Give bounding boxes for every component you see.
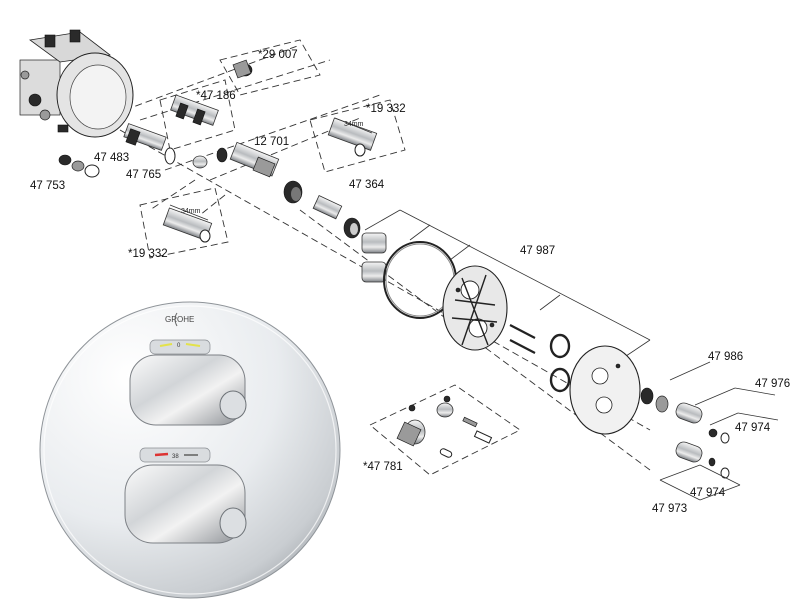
label-47986: 47 986 [708,351,743,363]
label-47974-lower: 47 974 [690,487,726,499]
label-47753: 47 753 [30,180,65,192]
part-screws [509,324,536,354]
label-12701: 12 701 [254,136,289,148]
upper-handle-diverter: 0 [129,339,247,426]
upper-handle-mark: 0 [177,343,181,349]
part-47976-handle-insert [675,387,776,444]
lower-handle-thermostat: 38 [124,447,247,544]
grohe-logo: GROHE [165,315,194,324]
dim-34mm-top: 34mm [344,121,364,128]
part-47186-cartridge [159,79,236,151]
label-47976: 47 976 [755,378,790,390]
label-47781: *47 781 [363,461,403,473]
label-47974-upper: 47 974 [735,422,771,434]
part-47986-adapter [640,361,711,413]
part-47973-handle-insert [675,441,730,479]
part-19332-top-box: 34mm [309,99,406,173]
label-47483: 47 483 [94,152,129,164]
part-mounting-plate [442,265,508,351]
part-o-rings [549,333,571,393]
part-47753-fitting [58,154,100,178]
dim-34mm-left: 34mm [181,208,201,215]
label-29007: *29 007 [258,49,298,61]
part-12701-valve [216,141,280,178]
part-47483-spindle [123,123,208,169]
bracket-47974-upper [709,412,779,426]
label-47987: 47 987 [520,245,555,257]
label-47186: *47 186 [196,90,236,102]
part-cover-plate-small [569,345,641,435]
label-47364: 47 364 [349,179,385,191]
label-47973: 47 973 [652,503,687,515]
lower-handle-mark: 38 [172,454,179,460]
label-47765: 47 765 [126,169,161,181]
rough-in-valve-body [19,29,134,138]
bracket-47974-lower [659,464,741,501]
part-47987-sleeves [361,232,387,283]
part-47364-ring-set [283,180,361,239]
part-19332-left-box: 34mm [139,187,229,259]
part-29007-box [219,39,321,96]
bracket-47987 [364,209,651,361]
label-19332-top: *19 332 [366,103,406,115]
label-19332-left: *19 332 [128,248,168,260]
part-47781-kit-box [369,384,521,476]
